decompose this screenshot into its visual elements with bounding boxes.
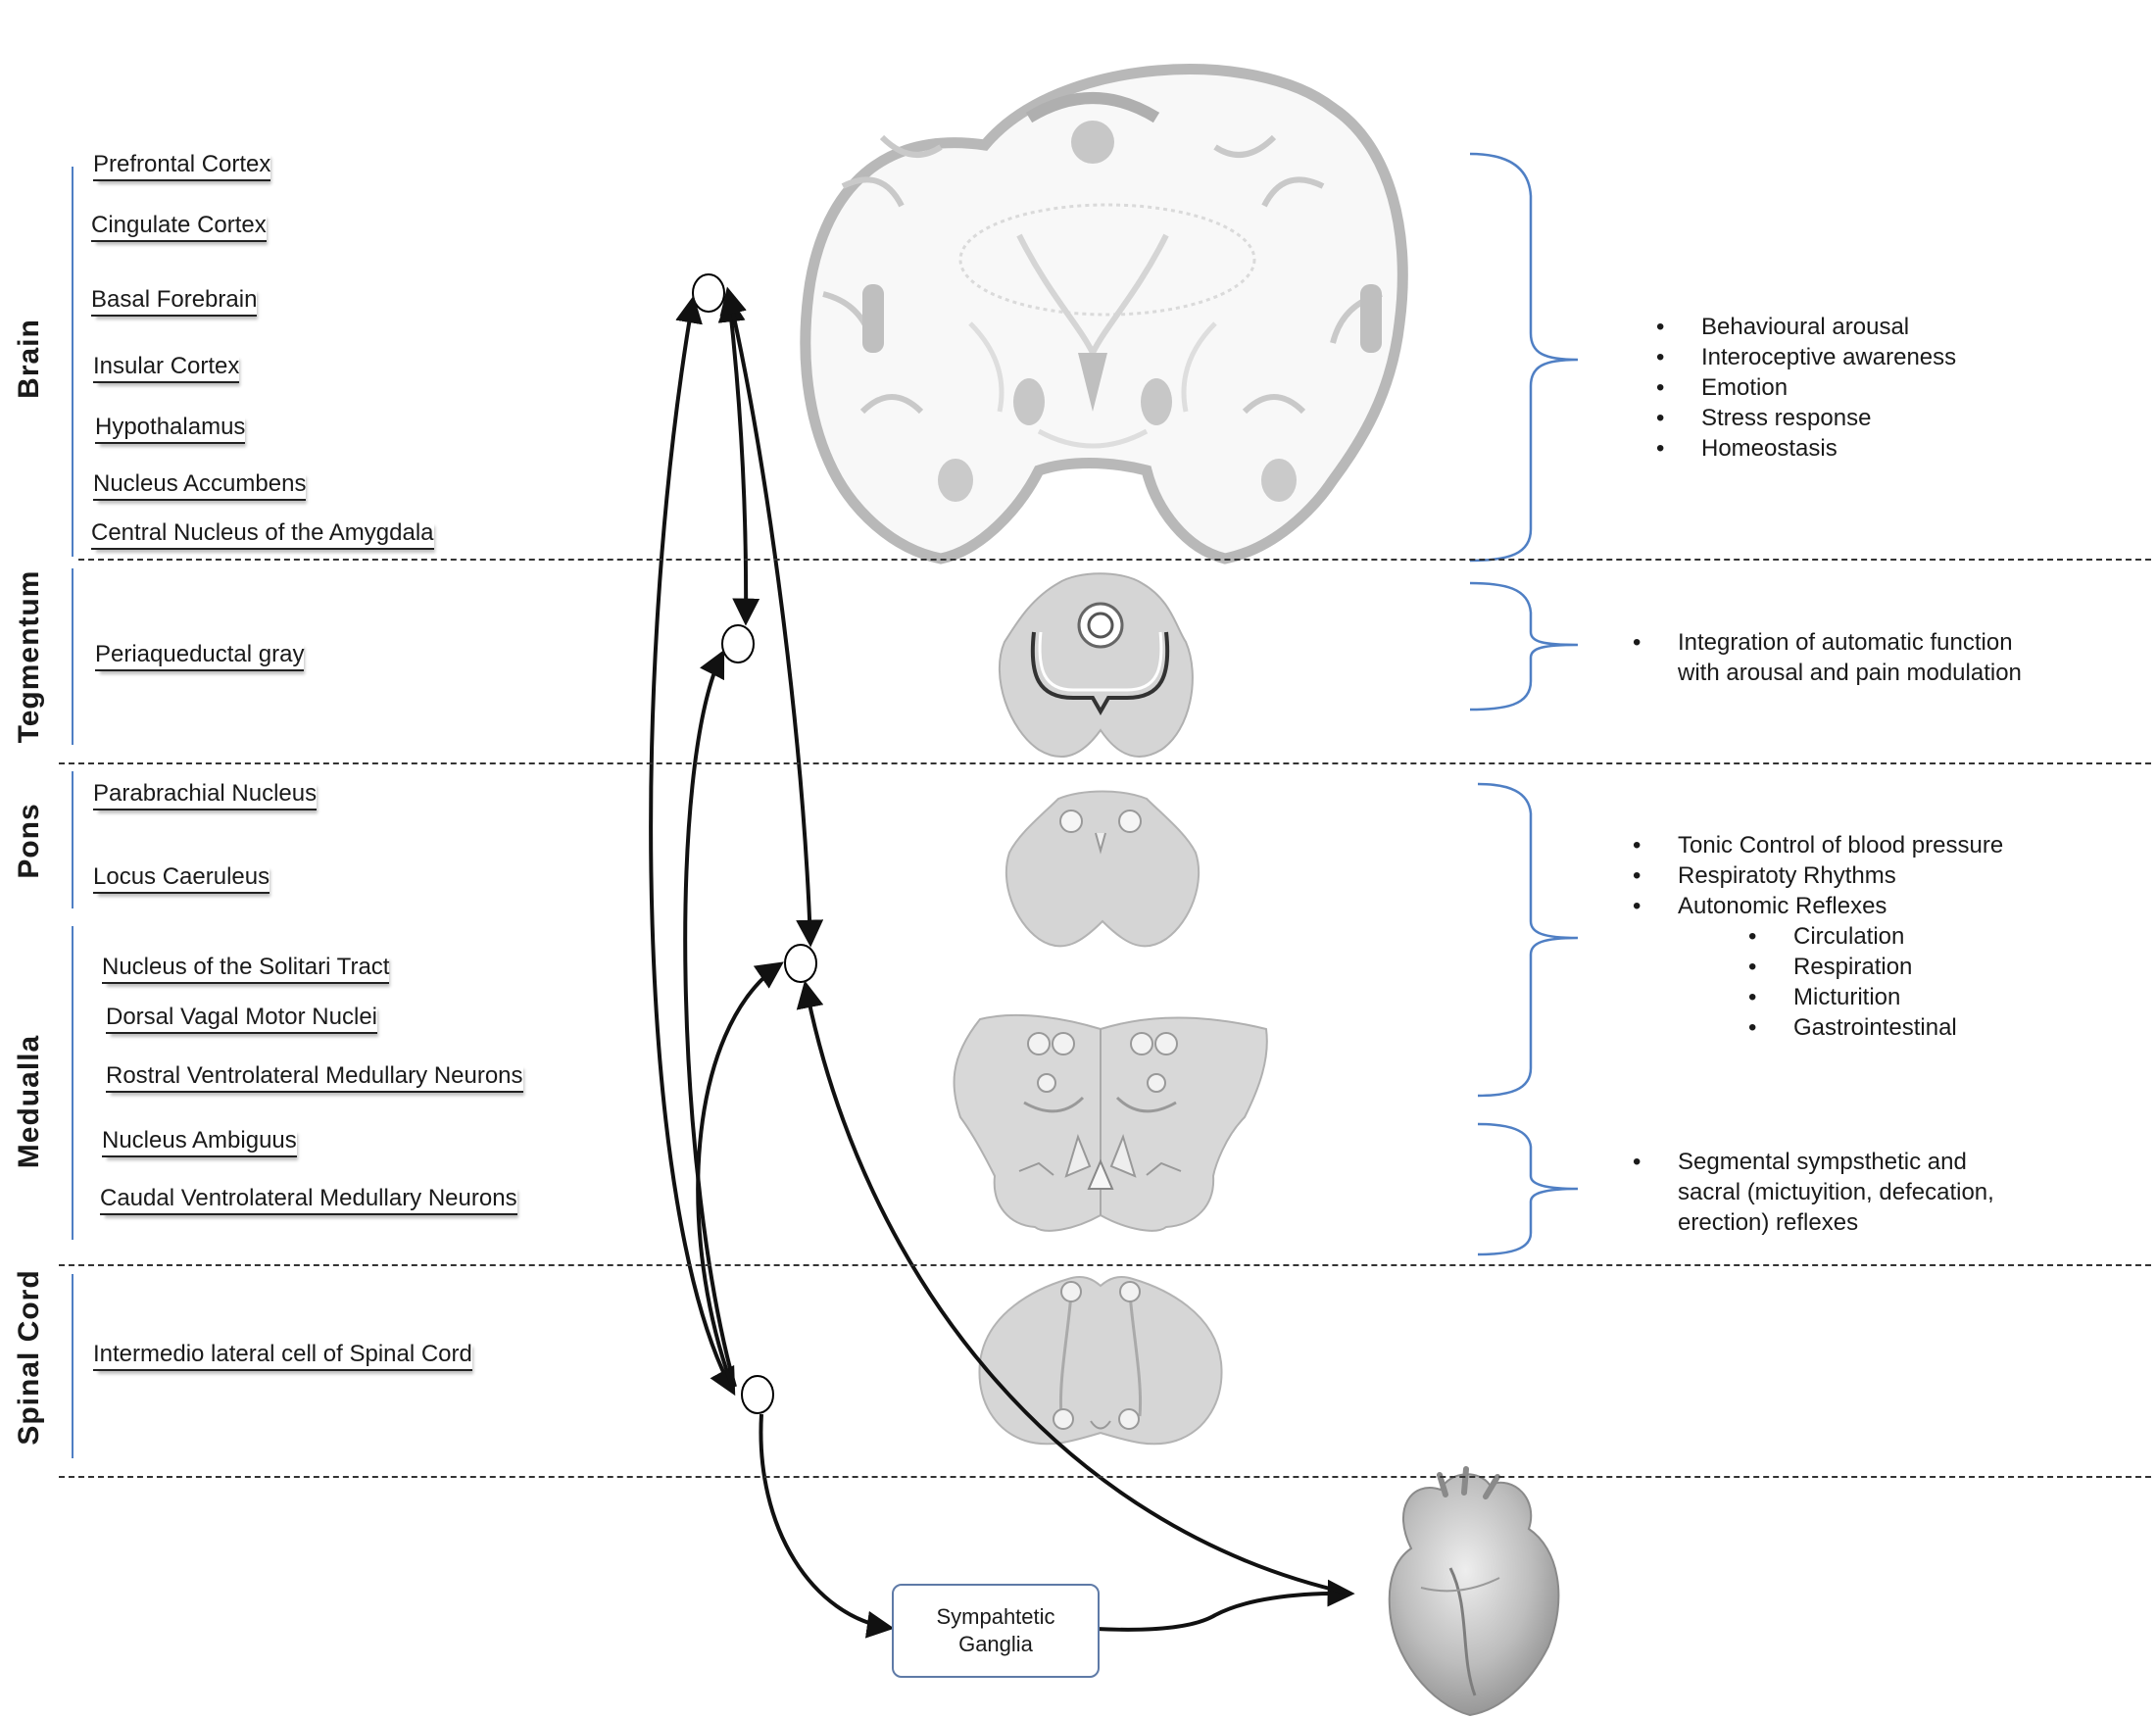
function-item: Integration of automatic function: [1633, 627, 2022, 658]
medulla-bar: [72, 926, 74, 1240]
structure-central-nucleus-amygdala: Central Nucleus of the Amygdala: [91, 519, 434, 550]
brain-coronal-section-icon: [800, 64, 1408, 564]
pons-medulla-functions-list: Tonic Control of blood pressure Respirat…: [1633, 830, 2003, 1043]
function-subitem: Gastrointestinal: [1633, 1012, 2003, 1043]
brain-bar: [72, 167, 74, 557]
function-item: Interoceptive awareness: [1656, 342, 1956, 372]
structure-hypothalamus: Hypothalamus: [95, 414, 246, 444]
structure-nucleus-accumbens: Nucleus Accumbens: [93, 470, 307, 501]
function-item: Homeostasis: [1656, 433, 1956, 464]
spinal-node: [741, 1375, 774, 1414]
structure-rostral-ventrolateral-medulla: Rostral Ventrolateral Medullary Neurons: [106, 1062, 523, 1093]
separator-brain-tegmentum: [78, 559, 2151, 561]
function-item-continued: sacral (mictuyition, defecation,: [1678, 1179, 1994, 1205]
structure-nucleus-ambiguus: Nucleus Ambiguus: [102, 1127, 297, 1157]
medulla-node: [784, 944, 817, 983]
ganglia-label-line2: Ganglia: [958, 1632, 1033, 1656]
separator-tegmentum-pons: [59, 762, 2151, 764]
function-item-continued: erection) reflexes: [1678, 1209, 1859, 1236]
pons-section-icon: [1004, 790, 1200, 948]
spinal-cord-section-icon: [978, 1276, 1223, 1446]
structure-basal-forebrain: Basal Forebrain: [91, 286, 258, 317]
function-item: Autonomic Reflexes: [1633, 891, 2003, 921]
function-brackets: [1469, 152, 1579, 1256]
sympathetic-ganglia-box: Sympahtetic Ganglia: [892, 1584, 1100, 1678]
structure-nucleus-solitary-tract: Nucleus of the Solitari Tract: [102, 954, 390, 984]
heart-icon: [1388, 1466, 1560, 1717]
brain-functions-list: Behavioural arousal Interoceptive awaren…: [1656, 312, 1956, 464]
function-item: Stress response: [1656, 403, 1956, 433]
separator-spinal-periphery: [59, 1476, 2151, 1478]
medulla-section-icon: [953, 1013, 1268, 1232]
pons-bar: [72, 771, 74, 908]
tegmentum-functions-list: Integration of automatic function with a…: [1633, 627, 2022, 688]
structure-cingulate-cortex: Cingulate Cortex: [91, 212, 267, 242]
function-item-continued: with arousal and pain modulation: [1678, 660, 2022, 686]
function-item: Behavioural arousal: [1656, 312, 1956, 342]
connection-arrows: [649, 286, 1355, 1639]
tegmentum-bar: [72, 568, 74, 745]
spinal-bar: [72, 1274, 74, 1458]
forebrain-node: [692, 273, 725, 313]
separator-medulla-spinal: [59, 1264, 2151, 1266]
function-item: Segmental sympsthetic and: [1633, 1147, 1994, 1177]
midbrain-section-icon: [998, 572, 1194, 759]
structure-insular-cortex: Insular Cortex: [93, 353, 240, 383]
function-subitem: Micturition: [1633, 982, 2003, 1012]
ganglia-label-line1: Sympahtetic: [936, 1604, 1055, 1629]
structure-parabrachial-nucleus: Parabrachial Nucleus: [93, 780, 318, 810]
function-item: Respiratoty Rhythms: [1633, 860, 2003, 891]
function-subitem: Respiration: [1633, 952, 2003, 982]
structure-periaqueductal-gray: Periaqueductal gray: [95, 641, 305, 671]
function-subitem: Circulation: [1633, 921, 2003, 952]
medulla-lower-functions-list: Segmental sympsthetic and sacral (mictuy…: [1633, 1147, 1994, 1238]
pag-node: [721, 624, 755, 663]
structure-prefrontal-cortex: Prefrontal Cortex: [93, 151, 271, 181]
structure-intermediolateral-cell: Intermedio lateral cell of Spinal Cord: [93, 1341, 472, 1371]
structure-locus-caeruleus: Locus Caeruleus: [93, 863, 270, 894]
function-item: Emotion: [1656, 372, 1956, 403]
structure-caudal-ventrolateral-medulla: Caudal Ventrolateral Medullary Neurons: [100, 1185, 517, 1215]
function-item: Tonic Control of blood pressure: [1633, 830, 2003, 860]
structure-dorsal-vagal-motor-nuclei: Dorsal Vagal Motor Nuclei: [106, 1004, 377, 1034]
